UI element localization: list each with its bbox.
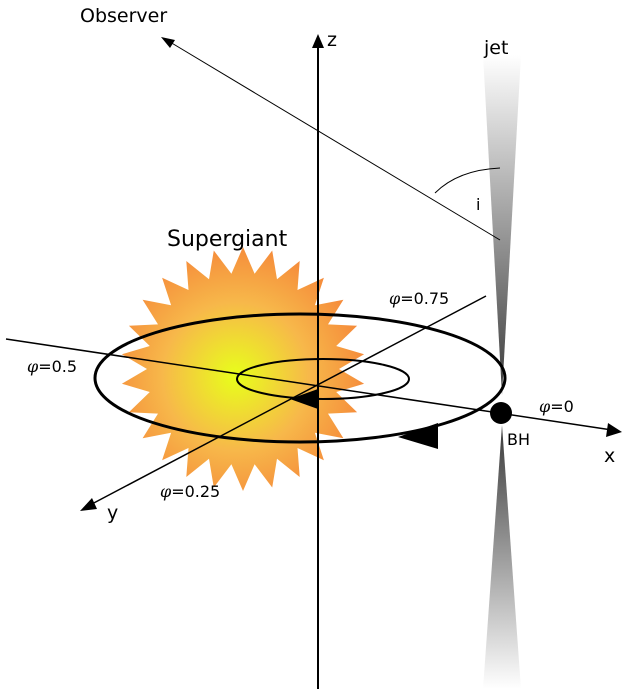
phase-0-phi: φ [539,397,551,416]
outer-orbit-arrowhead [398,423,438,449]
y-axis [89,295,487,506]
outer-orbit [93,312,507,444]
z-axis-arrowhead [312,34,324,48]
black-hole [490,402,512,424]
supergiant-label: Supergiant [167,227,288,252]
y-axis-arrowhead [80,498,97,511]
z-axis-label: z [327,29,337,51]
phase-025-value: =0.25 [171,482,220,501]
jet-lower-cone [483,425,521,689]
phase-075-label: φ=0.75 [389,289,449,308]
phase-075-value: =0.75 [400,289,449,308]
phase-025-phi: φ [160,482,172,501]
inclination-label: i [476,195,480,214]
phase-025-label: φ=0.25 [160,482,220,501]
inclination-arc [434,167,501,194]
jet-label: jet [483,37,508,59]
phase-0-value: =0 [550,397,574,416]
phase-05-value: =0.5 [38,357,77,376]
inner-orbit-arrowhead [290,389,318,409]
phase-075-phi: φ [389,289,401,308]
observer-arrowhead [161,37,175,48]
y-axis-label: y [107,502,118,524]
phase-05-label: φ=0.5 [27,357,77,376]
jet-upper-cone [483,55,521,395]
black-hole-label: BH [507,430,530,449]
observer-label: Observer [80,5,167,27]
inner-orbit [236,358,410,400]
phase-05-phi: φ [27,357,39,376]
x-axis-label: x [604,445,615,467]
phase-0-label: φ=0 [539,397,574,416]
supergiant-star [121,247,365,491]
x-axis-arrowhead [606,423,622,437]
observer-line [169,41,501,241]
